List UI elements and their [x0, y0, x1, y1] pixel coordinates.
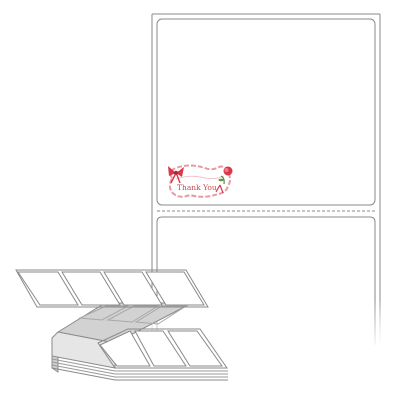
bow-icon	[168, 166, 184, 184]
top-label-4	[145, 271, 205, 306]
bottom-label-2	[134, 330, 187, 367]
tag-text: Thank You	[177, 183, 217, 192]
bottom-row-outline	[97, 328, 228, 369]
label-2	[156, 216, 376, 345]
label-sheet: Thank You	[140, 13, 400, 360]
top-row-labels	[15, 269, 209, 308]
top-label-1	[17, 271, 79, 306]
bottom-label-3	[167, 330, 223, 367]
fanfold-stack	[15, 269, 228, 381]
tag-ribbon-frame	[168, 164, 231, 198]
top-label-2	[61, 271, 121, 306]
bottom-row-labels	[97, 328, 228, 369]
bottom-label-1	[99, 330, 151, 367]
stack-layers	[51, 333, 228, 381]
tag-inner-line	[175, 175, 225, 180]
thank-you-tag: Thank You	[168, 164, 233, 198]
rose-icon	[215, 166, 233, 194]
top-row-outline	[15, 269, 209, 308]
top-label-3	[103, 271, 163, 306]
label-1	[156, 18, 376, 206]
fold-panel-labels	[78, 305, 188, 325]
